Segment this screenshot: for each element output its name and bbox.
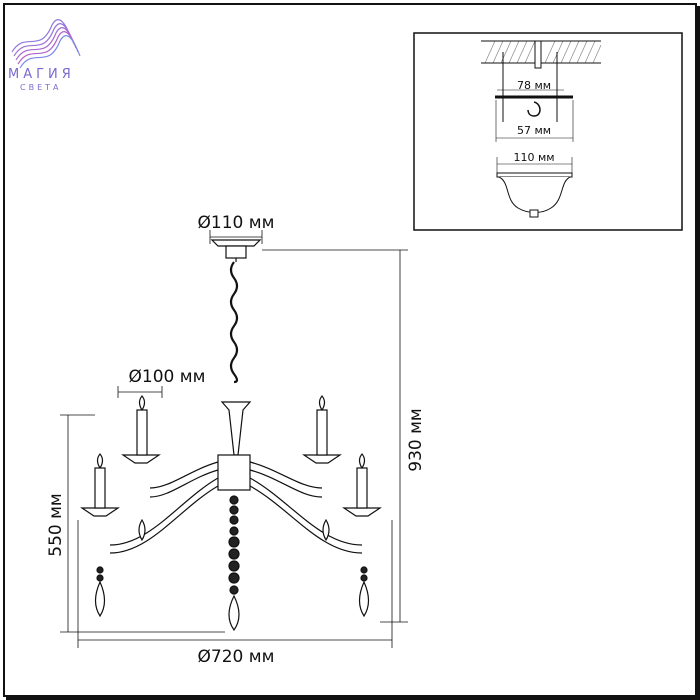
logo-line2: СВЕТА — [20, 83, 62, 92]
dimension-lines — [60, 230, 408, 648]
canopy-diameter-label: Ø110 мм — [198, 213, 275, 233]
cup-diameter-label: Ø100 мм — [129, 367, 206, 387]
total-diameter-label: Ø720 мм — [198, 647, 275, 667]
plate-width-label: 57 мм — [517, 124, 551, 137]
hole-spacing-label: 78 мм — [517, 79, 551, 92]
page-border — [3, 3, 697, 697]
brand-logo: МАГИЯ СВЕТА — [8, 19, 81, 92]
chandelier — [80, 239, 382, 632]
mounting-inset: 78 мм 57 мм 110 мм — [413, 32, 683, 231]
logo-line1: МАГИЯ — [8, 67, 75, 82]
canopy-width-label: 110 мм — [513, 151, 554, 164]
total-height-label: 930 мм — [406, 408, 426, 472]
body-height-label: 550 мм — [46, 493, 66, 557]
